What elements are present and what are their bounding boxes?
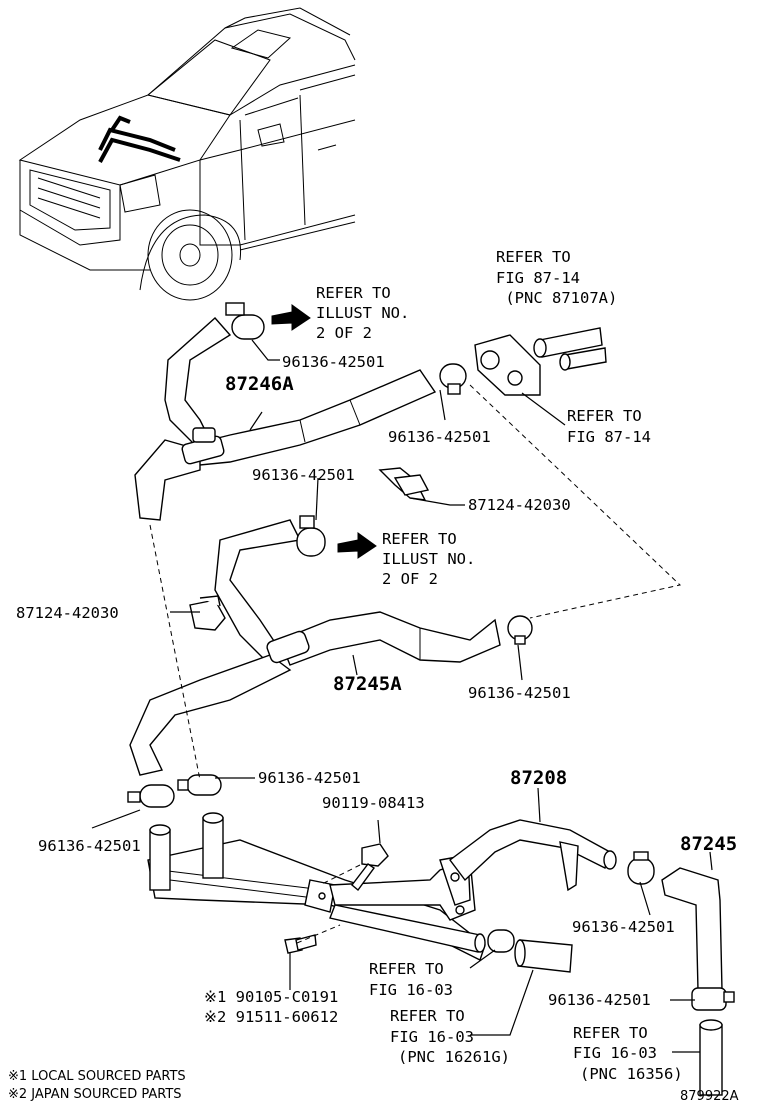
pipe-lower bbox=[329, 904, 486, 953]
dashed-guides bbox=[149, 384, 682, 944]
clamp-icon bbox=[177, 774, 222, 796]
part-number-label: 96136-42501 bbox=[258, 769, 361, 787]
refer-illust-2: REFER TO ILLUST NO. 2 OF 2 bbox=[382, 530, 475, 588]
clamp-icon bbox=[181, 427, 225, 465]
clamp-icon bbox=[266, 630, 310, 664]
refer-fig-16-03-b: REFER TO FIG 16-03 (PNC 16261G) bbox=[390, 1007, 510, 1066]
clamp-icon bbox=[487, 929, 515, 953]
label-text: 2 OF 2 bbox=[316, 324, 372, 342]
clamp-icon bbox=[439, 363, 467, 395]
hose-87245A[interactable] bbox=[129, 519, 501, 776]
label-text: (PNC 16356) bbox=[580, 1065, 683, 1083]
label-text: 2 OF 2 bbox=[382, 570, 438, 588]
vehicle-hose-highlight bbox=[98, 115, 181, 163]
label-text: FIG 16-03 bbox=[390, 1028, 474, 1046]
part-number-label: ※2 91511-60612 bbox=[204, 1008, 338, 1026]
part-number-label: 96136-42501 bbox=[388, 428, 491, 446]
clip-icon bbox=[189, 595, 226, 631]
hose-87246A[interactable] bbox=[134, 317, 437, 521]
clip-icon bbox=[378, 467, 430, 501]
bolt-icon bbox=[351, 843, 389, 892]
refer-fig-87-14: REFER TO FIG 87-14 bbox=[567, 407, 651, 446]
legend-note: ※2 JAPAN SOURCED PARTS bbox=[8, 1087, 182, 1102]
label-text: FIG 16-03 bbox=[573, 1044, 657, 1062]
diagram-id: 879922A bbox=[680, 1089, 739, 1104]
part-number-label: 90119-08413 bbox=[322, 794, 425, 812]
part-number-label: 87208 bbox=[510, 767, 567, 789]
label-text: FIG 87-14 bbox=[567, 428, 651, 446]
refer-fig-16-03-a: REFER TO FIG 16-03 bbox=[369, 960, 453, 999]
label-text: REFER TO bbox=[567, 407, 642, 425]
part-number-label: 96136-42501 bbox=[252, 466, 355, 484]
label-text: REFER TO bbox=[369, 960, 444, 978]
label-text: (PNC 16261G) bbox=[398, 1048, 510, 1066]
label-text: FIG 87-14 bbox=[496, 269, 580, 287]
clamp-icon bbox=[691, 987, 735, 1011]
part-number-label: 87246A bbox=[225, 373, 294, 395]
direction-arrow-icon bbox=[337, 532, 377, 559]
hose-end bbox=[514, 939, 573, 973]
part-number-label: 87245 bbox=[680, 833, 737, 855]
label-text: REFER TO bbox=[496, 248, 571, 266]
part-number-label: 96136-42501 bbox=[38, 837, 141, 855]
label-text: REFER TO bbox=[316, 284, 391, 302]
part-number-label: ※1 90105-C0191 bbox=[204, 988, 338, 1006]
clamp-icon bbox=[627, 851, 655, 885]
vehicle-illustration bbox=[18, 7, 356, 301]
direction-arrow-icon bbox=[271, 304, 311, 331]
legend-note: ※1 LOCAL SOURCED PARTS bbox=[8, 1069, 186, 1084]
label-text: FIG 16-03 bbox=[369, 981, 453, 999]
label-text: (PNC 87107A) bbox=[496, 289, 617, 307]
part-number-label: 96136-42501 bbox=[572, 918, 675, 936]
part-number-label: 87124-42030 bbox=[16, 604, 119, 622]
clamp-icon bbox=[127, 784, 175, 808]
hose-87208[interactable] bbox=[449, 819, 617, 892]
part-number-label: 87124-42030 bbox=[468, 496, 571, 514]
clamp-icon bbox=[296, 515, 326, 557]
part-number-label: 87245A bbox=[333, 673, 402, 695]
part-number-label: 96136-42501 bbox=[548, 991, 651, 1009]
leader-lines bbox=[91, 339, 713, 1053]
label-text: ILLUST NO. bbox=[382, 550, 475, 568]
refer-illust-1: REFER TO ILLUST NO. 2 OF 2 bbox=[316, 284, 409, 342]
clamp-icon bbox=[225, 302, 265, 340]
bolt-icon bbox=[284, 934, 317, 954]
refer-fig-87-14-pnc: REFER TO FIG 87-14 (PNC 87107A) bbox=[496, 248, 617, 307]
clamp-icon bbox=[507, 615, 533, 645]
label-text: REFER TO bbox=[390, 1007, 465, 1025]
label-text: REFER TO bbox=[573, 1024, 648, 1042]
label-text: REFER TO bbox=[382, 530, 457, 548]
pipe-ends bbox=[533, 327, 607, 371]
label-text: ILLUST NO. bbox=[316, 304, 409, 322]
part-number-label: 96136-42501 bbox=[282, 353, 385, 371]
refer-fig-16-03-c: REFER TO FIG 16-03 (PNC 16356) bbox=[573, 1024, 683, 1083]
part-number-label: 96136-42501 bbox=[468, 684, 571, 702]
pipe-bracket-assembly bbox=[147, 812, 486, 961]
cooler-fitting bbox=[474, 334, 541, 396]
pipe-end bbox=[699, 1019, 723, 1096]
